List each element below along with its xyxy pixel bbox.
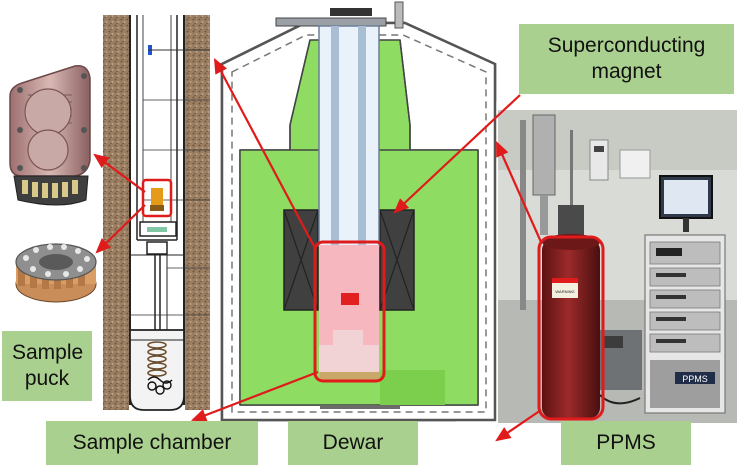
sample-puck-illustration [9, 65, 97, 303]
left-insulation-wall [103, 15, 129, 410]
arrow-ppms-to-dewar-bottom [495, 409, 542, 442]
dewar-illustration [220, 1, 497, 422]
label-superconducting-magnet: Superconducting magnet [519, 24, 734, 94]
label-dewar-text: Dewar [322, 431, 384, 454]
label-superconducting-magnet-text: Superconducting magnet [547, 34, 706, 83]
label-ppms-text: PPMS [596, 431, 656, 454]
label-sample-puck: Sample puck [2, 331, 92, 401]
ppms-logo-text: PPMS [682, 374, 708, 384]
ppms-photo: PPMS WARNING [498, 110, 737, 423]
probe-cross-section [103, 15, 210, 411]
arrow-sample-zone-to-probe [213, 58, 317, 251]
label-dewar: Dewar [288, 421, 418, 465]
arrow-ppms-to-dewar-top [495, 140, 543, 243]
ppms-dewar-highlight [537, 235, 605, 421]
label-sample-puck-text: Sample puck [12, 341, 84, 390]
right-insulation-wall [185, 15, 210, 410]
warning-tag-text: WARNING [555, 289, 574, 294]
arrow-probe-to-puck-top [93, 153, 146, 193]
ppms-dewar-cylinder [542, 240, 600, 418]
label-ppms: PPMS [561, 421, 691, 465]
callout-arrows [93, 58, 543, 442]
arrow-label-to-magnet [393, 94, 521, 214]
sample-block [341, 293, 359, 305]
sample-zone-highlight [313, 240, 386, 383]
label-sample-chamber-text: Sample chamber [72, 431, 232, 454]
probe-puck-highlight [141, 178, 173, 218]
label-sample-chamber: Sample chamber [46, 421, 258, 465]
arrow-probe-to-puck-bottom [95, 204, 146, 254]
arrow-sample-zone-to-chamber [190, 370, 319, 422]
